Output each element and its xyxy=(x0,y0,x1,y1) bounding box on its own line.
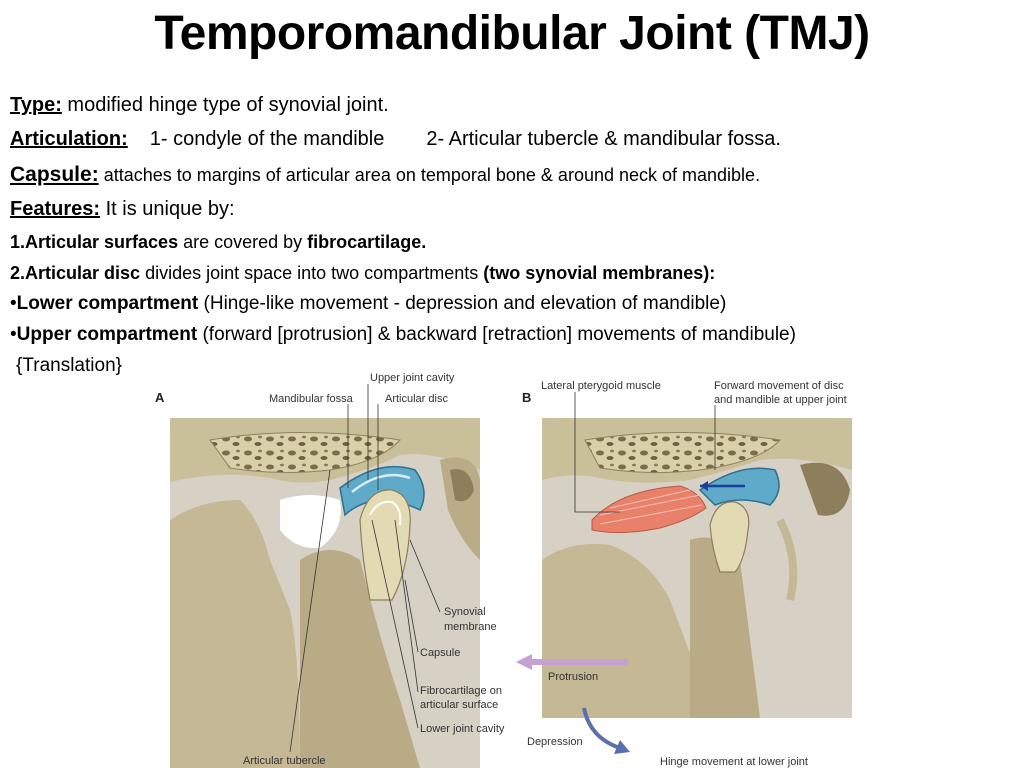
mandible-neck-b xyxy=(690,537,760,718)
leader-fibrocartilage xyxy=(394,519,419,693)
features-text: It is unique by: xyxy=(100,198,235,220)
label-fibro-2: articular surface xyxy=(420,699,498,711)
lower-compartment-text: (Hinge-like movement - depression and el… xyxy=(198,293,727,314)
leader-articular-tubercle xyxy=(289,469,331,753)
capsule-line: Capsule: attaches to margins of articula… xyxy=(10,163,760,187)
point-2-text: divides joint space into two compartment… xyxy=(140,263,484,283)
leader-lower-cavity xyxy=(371,519,419,729)
articulation-item-1: 1- condyle of the mandible xyxy=(149,128,385,150)
point-1: 1.Articular surfaces are covered by fibr… xyxy=(10,232,426,253)
bullet: • xyxy=(10,293,17,314)
upper-compartment-bold: Upper compartment xyxy=(16,324,198,345)
label-capsule: Capsule xyxy=(420,647,460,659)
point-1-bold: 1.Articular surfaces xyxy=(10,232,179,252)
articular-space xyxy=(280,495,341,549)
upper-joint-cavity xyxy=(351,473,411,493)
articulation-item-2: 2- Articular tubercle & mandibular fossa… xyxy=(426,128,781,150)
lower-compartment-bold: Lower compartment xyxy=(16,293,199,314)
label-forward-2: and mandible at upper joint xyxy=(714,394,847,406)
mandible-body-b xyxy=(542,544,700,718)
temporal-bone-spongy xyxy=(209,432,401,474)
lower-compartment: •Lower compartment (Hinge-like movement … xyxy=(10,293,726,315)
condyle-b xyxy=(709,501,750,573)
lateral-pterygoid-muscle xyxy=(591,485,707,534)
label-fibro-1: Fibrocartilage on xyxy=(420,685,502,697)
label-hinge: Hinge movement at lower joint xyxy=(660,756,808,768)
panel-a: A Upper joint cavity Mandibular fossa Ar… xyxy=(155,372,505,768)
point-1-text: are covered by xyxy=(178,232,308,252)
styloid-process xyxy=(776,518,798,601)
mandible-neck xyxy=(300,550,420,768)
label-articular-tubercle: Articular tubercle xyxy=(243,755,326,767)
point-1-bold-2: fibrocartilage. xyxy=(307,232,427,252)
protrusion-arrow-head xyxy=(516,654,532,670)
features-label: Features: xyxy=(10,198,101,220)
capsule-label: Capsule: xyxy=(10,163,99,186)
label-lower-joint-cavity: Lower joint cavity xyxy=(420,723,505,735)
point-2: 2.Articular disc divides joint space int… xyxy=(10,263,715,284)
label-lateral-pterygoid: Lateral pterygoid muscle xyxy=(541,380,661,392)
leader-lateral-pterygoid xyxy=(574,392,620,513)
panel-a-letter: A xyxy=(155,390,165,405)
label-upper-joint-cavity: Upper joint cavity xyxy=(370,372,455,384)
panel-b-letter: B xyxy=(522,390,531,405)
leader-synovial xyxy=(409,539,441,613)
point-2-bold: 2.Articular disc xyxy=(10,263,141,283)
mandible-ramus xyxy=(170,500,300,768)
bullet: • xyxy=(10,324,17,345)
upper-compartment: •Upper compartment (forward [protrusion]… xyxy=(10,324,796,346)
ear-canal-b xyxy=(800,462,850,516)
type-label: Type: xyxy=(10,94,62,116)
label-articular-disc: Articular disc xyxy=(385,393,448,405)
forward-arrow-head xyxy=(700,481,708,491)
type-text: modified hinge type of synovial joint. xyxy=(61,94,389,116)
depression-arrow xyxy=(582,707,621,750)
capsule-text: attaches to margins of articular area on… xyxy=(98,165,761,185)
tmj-diagram: A Upper joint cavity Mandibular fossa Ar… xyxy=(155,372,852,768)
depression-arrow-head xyxy=(614,740,630,754)
page-title: Temporomandibular Joint (TMJ) xyxy=(154,7,870,60)
label-synovial-1: Synovial xyxy=(444,606,486,618)
upper-compartment-text: (forward [protrusion] & backward [retrac… xyxy=(197,324,796,345)
articulation-label: Articulation: xyxy=(10,128,128,150)
leader-capsule xyxy=(404,579,419,653)
label-synovial-2: membrane xyxy=(444,621,497,633)
temporal-bone-spongy-b xyxy=(584,432,781,474)
panel-b: B Lateral pterygoid muscle Forward movem… xyxy=(516,380,852,768)
features-line: Features: It is unique by: xyxy=(10,198,235,221)
fibrocartilage xyxy=(369,500,402,526)
point-2-bold-2: (two synovial membranes): xyxy=(483,263,716,283)
ear-canal xyxy=(450,469,474,502)
label-protrusion: Protrusion xyxy=(548,671,598,683)
translation-note: {Translation} xyxy=(16,355,122,376)
type-line: Type: modified hinge type of synovial jo… xyxy=(10,94,389,117)
articulation-line: Articulation: 1- condyle of the mandible 2… xyxy=(10,128,781,151)
label-mandibular-fossa: Mandibular fossa xyxy=(269,393,354,405)
label-depression: Depression xyxy=(527,736,583,748)
condyle xyxy=(359,489,411,601)
label-forward-1: Forward movement of disc xyxy=(714,380,844,392)
